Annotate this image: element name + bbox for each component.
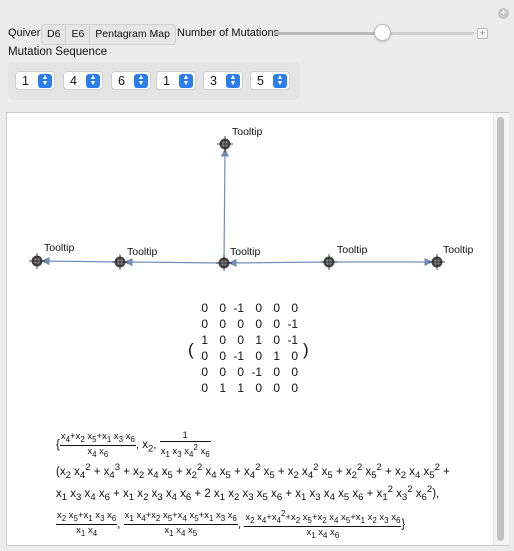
matrix-cell: 0 <box>237 333 244 347</box>
edge-center-left <box>124 257 225 267</box>
matrix-cell: 1 <box>273 349 280 363</box>
slider-expand-icon[interactable]: + <box>477 28 488 39</box>
matrix-cell: 0 <box>219 365 226 379</box>
edge-left-farleft <box>41 256 121 266</box>
matrix-cell: 0 <box>201 349 208 363</box>
tooltip-center: Tooltip <box>230 246 261 258</box>
matrix-cell: -1 <box>251 365 262 379</box>
sequence-select-1[interactable]: 1▲▼ <box>15 71 55 90</box>
matrix-cell: 0 <box>255 301 262 315</box>
matrix-cell: 0 <box>291 381 298 395</box>
matrix-cell: 0 <box>201 365 208 379</box>
matrix-cell: -1 <box>287 333 298 347</box>
tooltip-far-right: Tooltip <box>443 244 474 256</box>
matrix-cell: -1 <box>233 301 244 315</box>
sequence-select-6[interactable]: 5▲▼ <box>250 71 290 90</box>
vertex-left <box>112 254 128 270</box>
sequence-select-3[interactable]: 6▲▼ <box>111 71 151 90</box>
matrix-cell: 1 <box>201 333 208 347</box>
matrix-cell: 0 <box>219 301 226 315</box>
matrix-cell: 0 <box>273 301 280 315</box>
quiver-option-pentagram-map[interactable]: Pentagram Map <box>95 28 170 40</box>
updown-icon: ▲▼ <box>86 74 100 88</box>
vertex-center <box>216 255 232 271</box>
matrix-cell: 0 <box>291 365 298 379</box>
add-icon[interactable]: + <box>498 8 509 19</box>
updown-icon: ▲▼ <box>38 74 52 88</box>
matrix-cell: -1 <box>287 317 298 331</box>
mutations-label: Number of Mutations <box>177 27 280 39</box>
updown-icon: ▲▼ <box>273 74 287 88</box>
matrix-cell: 0 <box>201 301 208 315</box>
matrix-cell: 0 <box>273 365 280 379</box>
sequence-select-4[interactable]: 1▲▼ <box>156 71 196 90</box>
quiver-vertices[interactable] <box>29 136 445 271</box>
matrix-cell: 0 <box>255 381 262 395</box>
output-panel <box>6 112 509 546</box>
updown-icon: ▲▼ <box>134 74 148 88</box>
cluster-variables-line-3: x1 x3 x4 x6 + x1 x2 x3 x4 x6 + 2 x1 x2 x… <box>56 484 440 504</box>
quiver-option-d6[interactable]: D6 <box>42 25 67 44</box>
matrix-left-paren: ( <box>188 340 194 359</box>
matrix-cell: 0 <box>255 317 262 331</box>
mutations-slider-thumb[interactable] <box>374 24 391 41</box>
tooltip-right: Tooltip <box>337 244 368 256</box>
matrix-cell: -1 <box>233 349 244 363</box>
vertex-tooltips: Tooltip Tooltip Tooltip Tooltip Tooltip … <box>44 126 474 258</box>
quiver-selector: D6 E6 Pentagram Map <box>41 24 176 45</box>
matrix-cell: 0 <box>201 381 208 395</box>
matrix-cell: 0 <box>201 317 208 331</box>
vertex-far-left <box>29 253 45 269</box>
tooltip-left: Tooltip <box>127 246 158 258</box>
quiver-edges <box>41 148 433 268</box>
quiver-label: Quiver <box>8 27 41 39</box>
edge-right-center <box>228 258 330 268</box>
matrix-cell: 0 <box>237 317 244 331</box>
sequence-select-2[interactable]: 4▲▼ <box>63 71 103 90</box>
matrix-cell: 1 <box>237 381 244 395</box>
quiver-option-e6[interactable]: E6 <box>66 25 91 44</box>
matrix-cell: 0 <box>291 349 298 363</box>
updown-icon: ▲▼ <box>179 74 193 88</box>
matrix-cell: 0 <box>219 333 226 347</box>
updown-icon: ▲▼ <box>226 74 240 88</box>
matrix-cell: 0 <box>237 365 244 379</box>
matrix-cell: 0 <box>273 381 280 395</box>
vertex-far-right <box>429 254 445 270</box>
tooltip-far-left: Tooltip <box>44 242 75 254</box>
matrix-cell: 0 <box>255 349 262 363</box>
matrix-cell: 1 <box>219 381 226 395</box>
tooltip-top: Tooltip <box>232 126 263 138</box>
mutations-slider-fill <box>274 32 382 35</box>
sequence-label: Mutation Sequence <box>8 46 108 58</box>
matrix-cell: 0 <box>291 301 298 315</box>
matrix-cell: 0 <box>273 333 280 347</box>
vertex-right <box>321 254 337 270</box>
sequence-select-5[interactable]: 3▲▼ <box>203 71 243 90</box>
vertex-top <box>217 136 233 152</box>
matrix-right-paren: ) <box>303 340 309 359</box>
cluster-variables-line-2: (x2 x42 + x43 + x2 x4 x5 + x22 x4 x5 + x… <box>56 462 450 482</box>
scrollbar-thumb[interactable] <box>497 117 504 541</box>
sequence-panel: 1▲▼ 4▲▼ 6▲▼ 1▲▼ 3▲▼ 5▲▼ <box>8 62 300 100</box>
matrix-cell: 0 <box>219 317 226 331</box>
matrix-cell: 1 <box>255 333 262 347</box>
matrix-cell: 0 <box>219 349 226 363</box>
edge-center-top <box>220 148 230 264</box>
matrix-cell: 0 <box>273 317 280 331</box>
